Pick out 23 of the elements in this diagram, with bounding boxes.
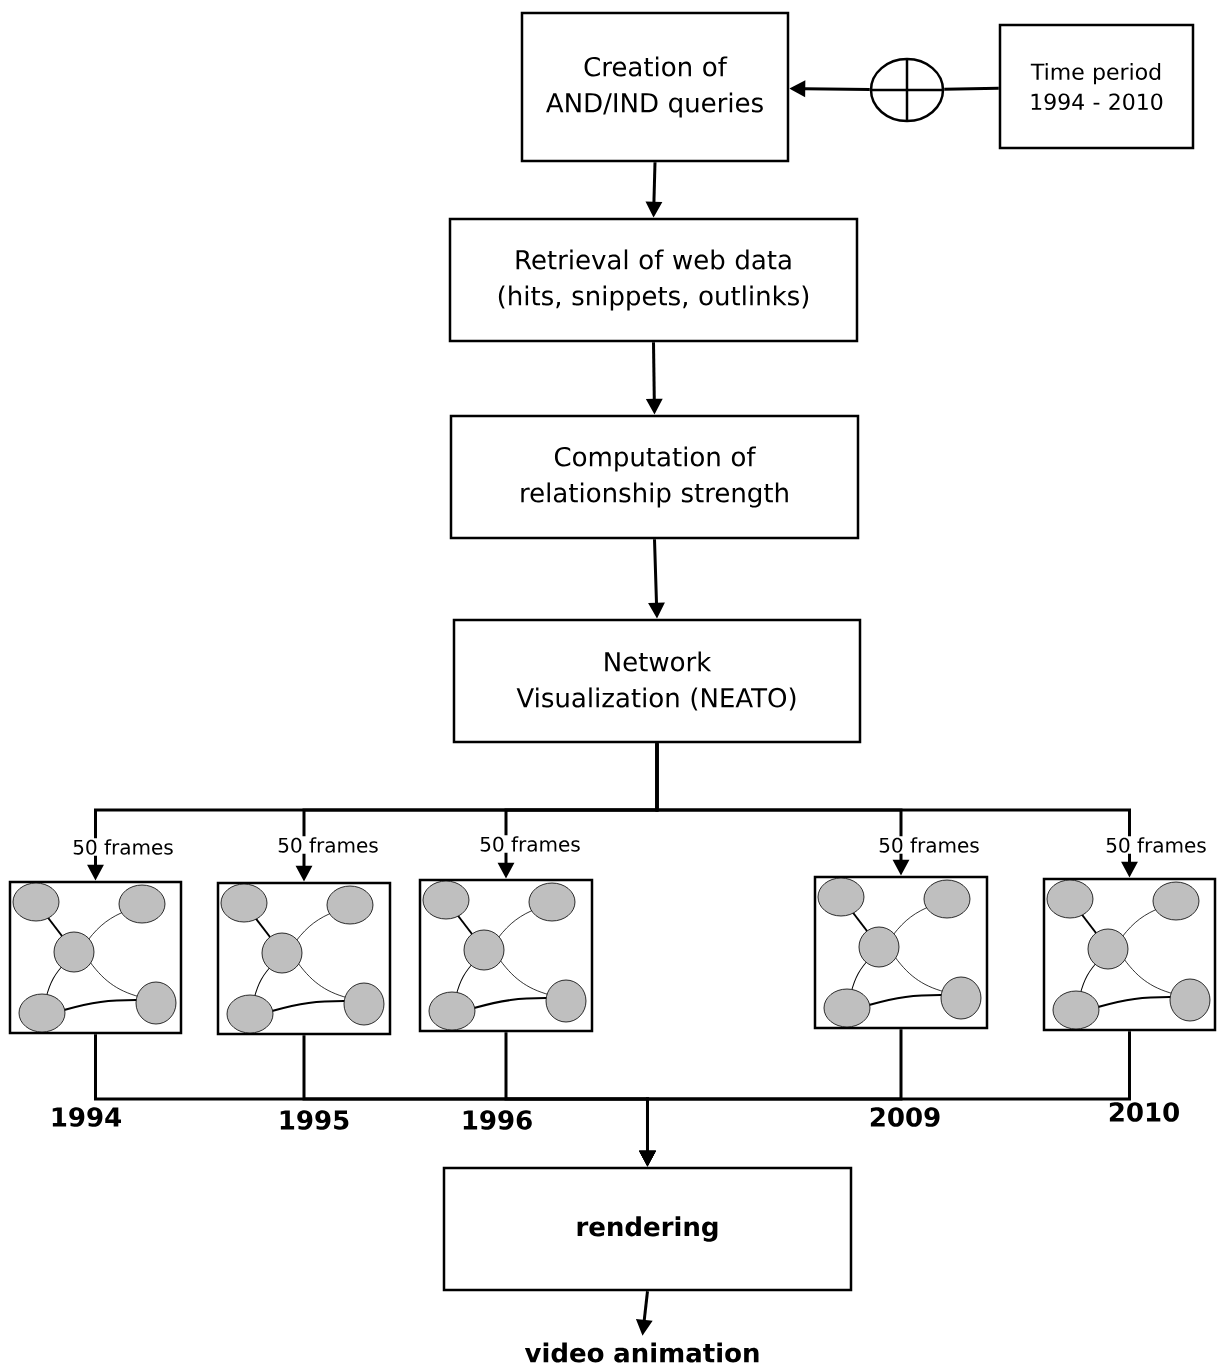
process-box: rendering bbox=[442, 1166, 853, 1292]
network-drawing bbox=[8, 880, 183, 1035]
edge-label: 50 frames bbox=[478, 835, 582, 853]
output-text: video animation bbox=[524, 1342, 759, 1363]
year-label: 2009 bbox=[870, 1107, 940, 1127]
process-box: Retrieval of web data (hits, snippets, outlinks) bbox=[448, 217, 859, 343]
process-box: Network Visualization (NEATO) bbox=[452, 618, 862, 744]
year-label: 1995 bbox=[280, 1110, 349, 1130]
input-box: Time period 1994 - 2010 bbox=[998, 23, 1195, 150]
year-label: 2010 bbox=[1109, 1102, 1179, 1122]
edge-label: 50 frames bbox=[1104, 836, 1208, 854]
edge-label: 50 frames bbox=[877, 836, 981, 854]
year-label: 1994 bbox=[52, 1107, 121, 1127]
process-box: Creation of AND/IND queries bbox=[520, 11, 790, 163]
network-drawing bbox=[1042, 877, 1217, 1032]
network-drawing bbox=[216, 881, 392, 1036]
network-drawing bbox=[418, 878, 594, 1033]
edge-label: 50 frames bbox=[71, 838, 175, 856]
combine-circle bbox=[869, 57, 945, 123]
year-label: 1996 bbox=[463, 1110, 532, 1130]
edge-label: 50 frames bbox=[276, 836, 380, 854]
process-box: Computation of relationship strength bbox=[449, 414, 860, 540]
network-drawing bbox=[813, 875, 989, 1030]
